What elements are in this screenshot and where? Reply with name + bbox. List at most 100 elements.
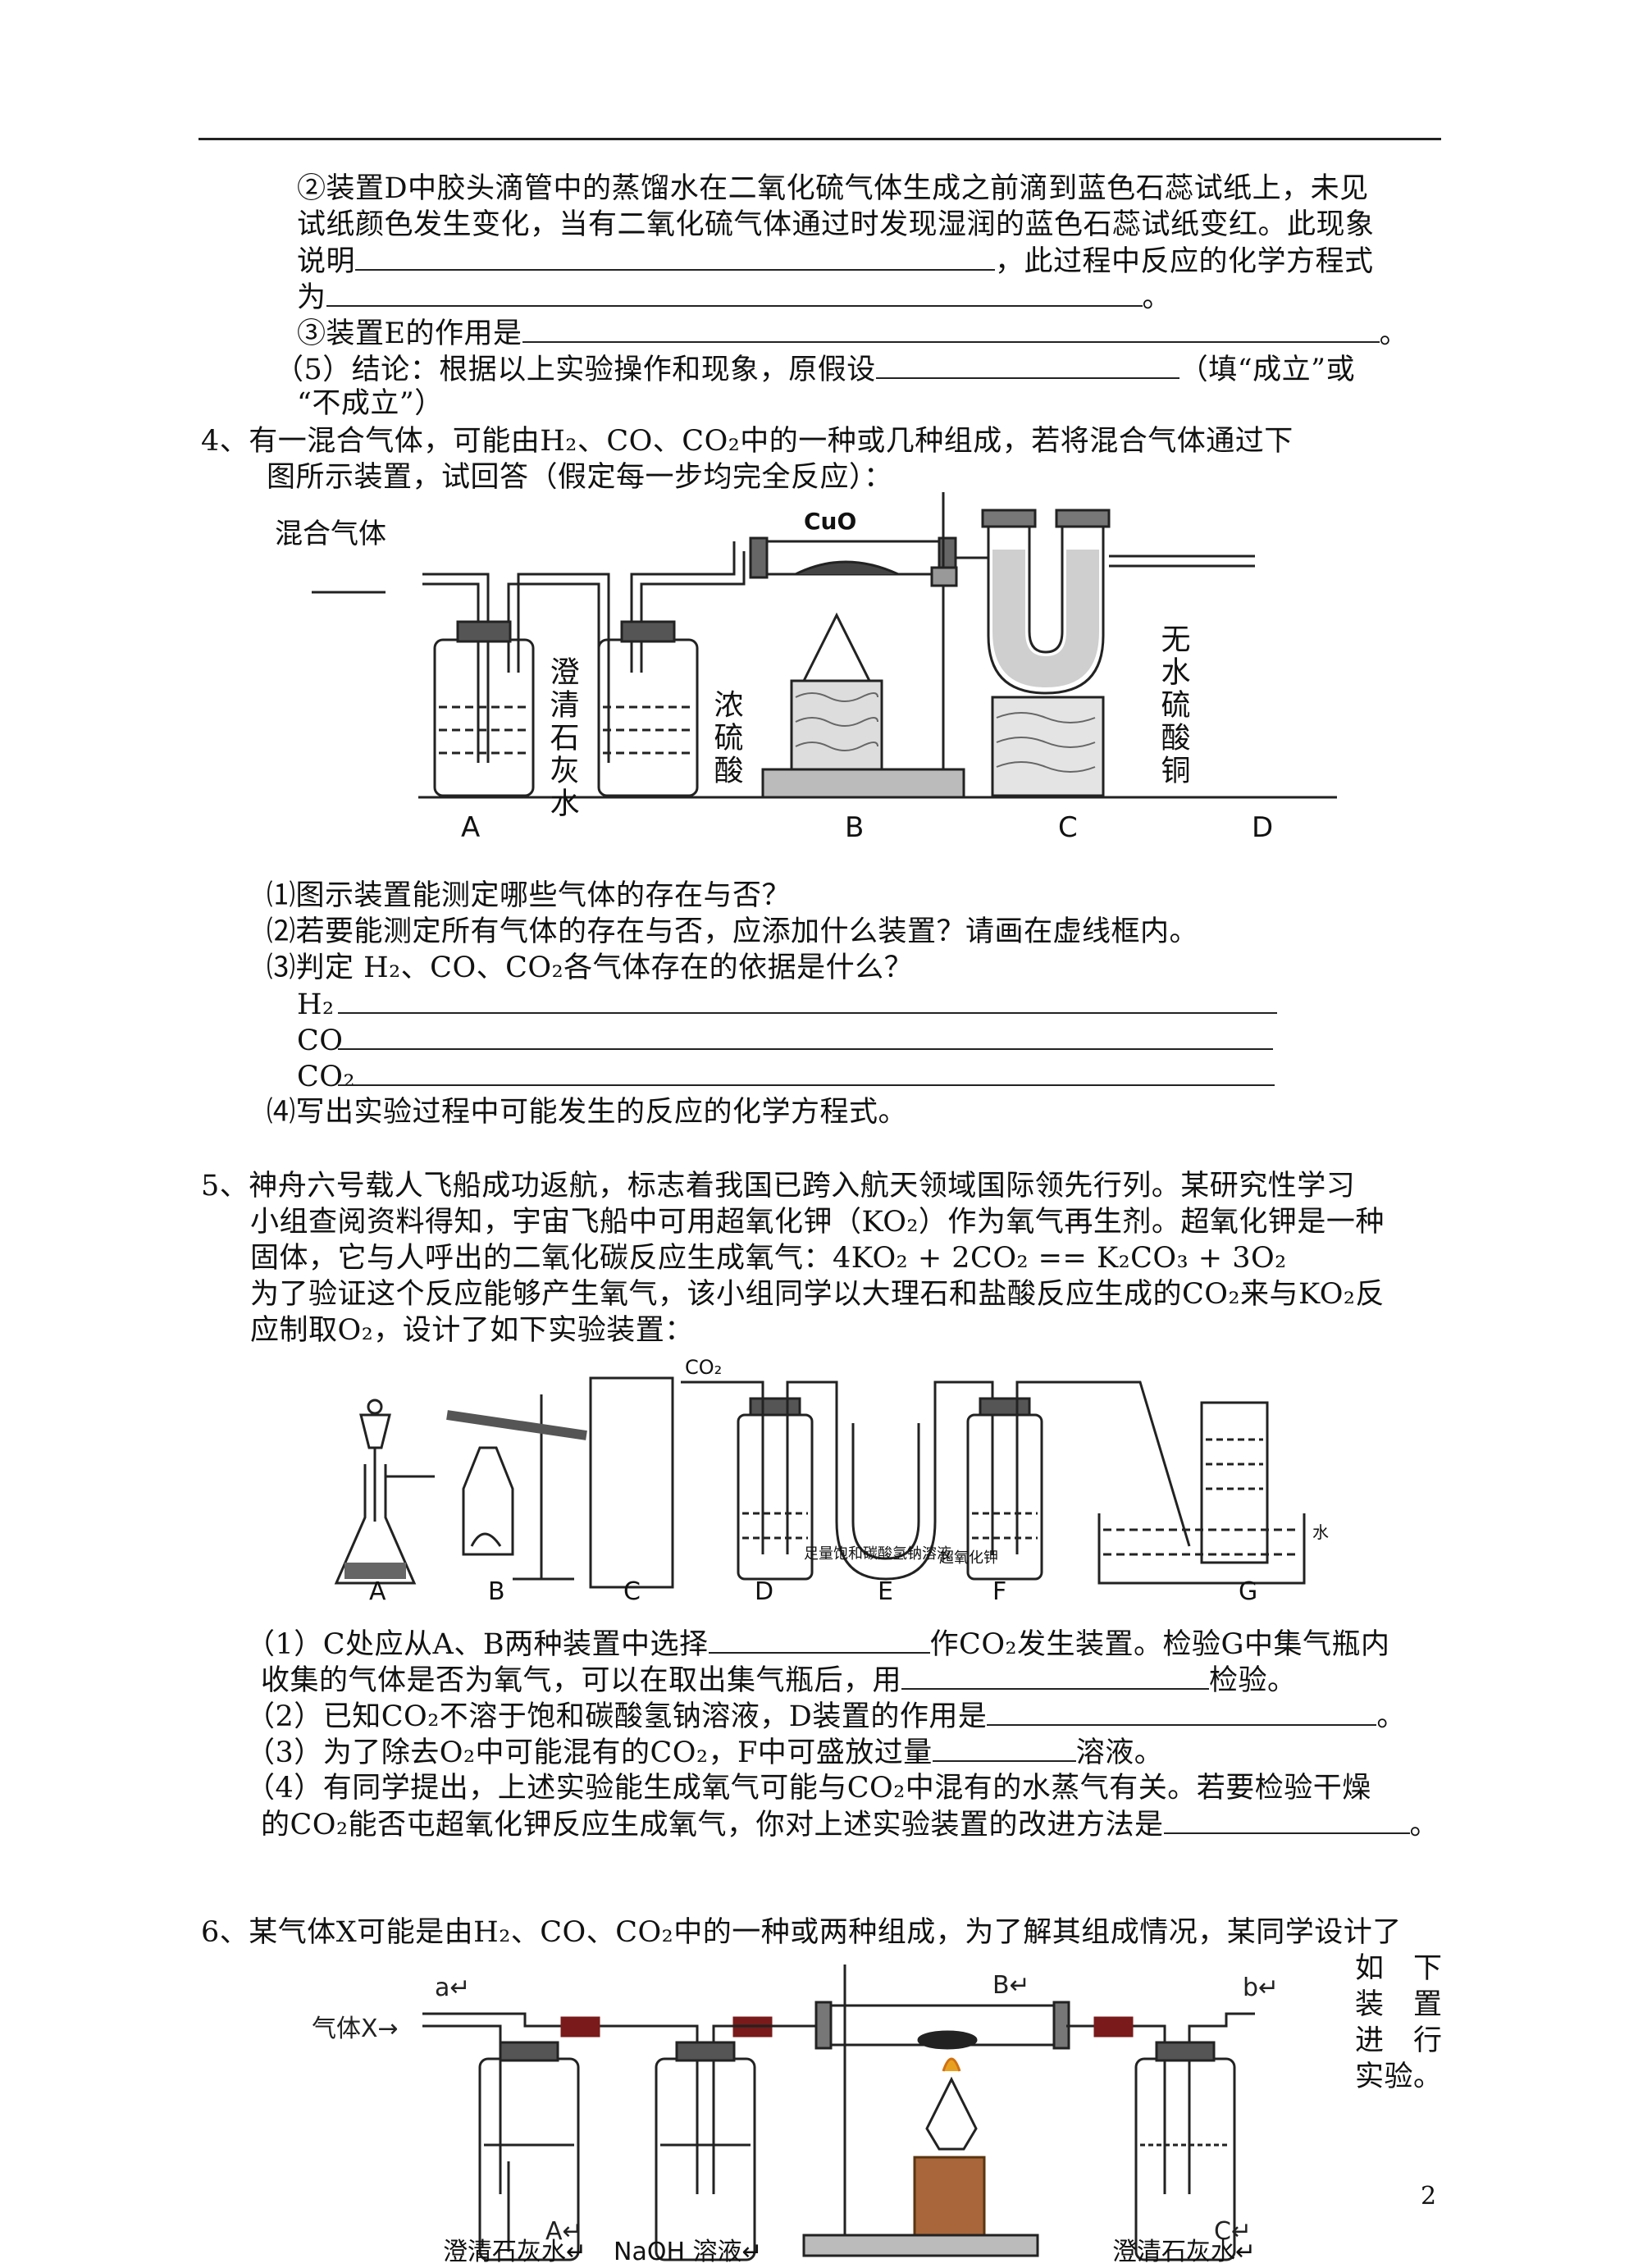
page-number: 2 — [1421, 2182, 1437, 2211]
stand-base — [761, 768, 965, 799]
answer-blank[interactable] — [901, 1662, 1210, 1690]
q5-apparatus-figure: CO₂ 足量饱和碳酸氢钠溶液 超氧化钾 水 A B C D E F G — [334, 1358, 1329, 1604]
header-rule — [198, 138, 1441, 140]
label-nahco3: 足量饱和碳酸氢钠溶液 — [804, 1545, 951, 1563]
label-c: C — [1058, 811, 1078, 844]
bottle-d — [737, 1413, 814, 1581]
label-naoh: NaOH 溶液↵ — [614, 2238, 763, 2266]
s3-text: 说明 — [297, 245, 356, 278]
alcohol-lamp — [925, 2076, 978, 2151]
stand-base — [802, 2234, 1039, 2257]
q5-text: 。 — [1409, 1809, 1440, 1841]
q5-text: （3）为了除去O₂中可能混有的CO₂，F中可盛放过量 — [246, 1736, 933, 1769]
q5-line3: 固体，它与人呼出的二氧化碳反应生成氧气：4KO₂ + 2CO₂ == K₂CO₃… — [250, 1242, 1287, 1275]
q5-text: 收集的气体是否为氧气，可以在取出集气瓶后，用 — [261, 1664, 902, 1697]
s3-para2-line3: 说明 ，此过程中反应的化学方程式 — [297, 243, 1374, 280]
q5-text: 作CO₂发生装置。检验G中集气瓶内 — [929, 1628, 1390, 1661]
answer-blank[interactable] — [338, 1022, 1273, 1050]
label-b: B — [845, 811, 864, 844]
placeholder-box-c — [589, 1376, 674, 1589]
q5-text: 溶液。 — [1075, 1736, 1164, 1769]
burner-b — [462, 1446, 514, 1556]
s3-para2-line1: ②装置D中胶头滴管中的蒸馏水在二氧化硫气体生成之前滴到蓝色石蕊试纸上，未见 — [297, 172, 1369, 205]
q5-line4: 为了验证这个反应能够产生氧气，该小组同学以大理石和盐酸反应生成的CO₂来与KO₂… — [250, 1278, 1385, 1311]
q5-text: （2）已知CO₂不溶于饱和碳酸氢钠溶液，D装置的作用是 — [246, 1700, 988, 1733]
q4-item1: ⑴图示装置能测定哪些气体的存在与否？ — [267, 879, 792, 912]
stopper — [456, 620, 512, 643]
label-cuo: CuO — [804, 508, 856, 535]
label-b-port: b↵ — [1243, 1974, 1279, 2002]
inlet-tube — [422, 573, 490, 763]
s3-text: 为 — [297, 281, 326, 314]
answer-blank[interactable] — [987, 1698, 1377, 1726]
solid-sample — [917, 2030, 978, 2050]
answer-blank[interactable] — [355, 243, 996, 271]
s3-para3: ③装置E的作用是 。 — [297, 315, 1408, 352]
connect-tube-2 — [630, 541, 736, 673]
wood-block-c — [991, 696, 1105, 797]
alcohol-lamp — [801, 612, 872, 682]
s3-text: ，此过程中反应的化学方程式 — [995, 245, 1374, 278]
funnel — [359, 1413, 391, 1449]
label-a-port: a↵ — [435, 1974, 471, 2002]
bottle-naoh — [655, 2057, 756, 2261]
label-cuso4: 无水硫酸铜 — [1157, 623, 1190, 787]
stopper — [620, 620, 676, 643]
gas-jar — [1200, 1401, 1269, 1564]
q4-line2: 图所示装置，试回答（假定每一步均完全反应）： — [267, 461, 893, 494]
q6-side-1: 如 下 — [1355, 1952, 1443, 1985]
label-co2: CO₂ — [685, 1358, 722, 1379]
u-tube-e — [835, 1423, 937, 1581]
q4-line1: 4、有一混合气体，可能由H₂、CO、CO₂中的一种或几种组成，若将混合气体通过下 — [201, 425, 1294, 458]
u-tube — [987, 517, 1105, 695]
s3-text: （填“成立”或 — [1179, 354, 1356, 386]
q4-co-label: CO — [297, 1024, 344, 1057]
label-gas-x: 气体X→ — [312, 2015, 399, 2043]
q5-answer2: （2）已知CO₂不溶于饱和碳酸氢钠溶液，D装置的作用是 。 — [246, 1698, 1406, 1735]
q4-co2-row: CO₂ — [297, 1058, 1275, 1095]
s3-text: （5）结论：根据以上实验操作和现象，原假设 — [275, 354, 876, 386]
q5-answer4: （4）有同学提出，上述实验能生成氧气可能与CO₂中混有的水蒸气有关。若要检验干燥 — [246, 1772, 1371, 1805]
answer-blank[interactable] — [522, 315, 1380, 343]
s3-para2-line4: 为。 — [297, 279, 1171, 316]
q4-item2: ⑵若要能测定所有气体的存在与否，应添加什么装置？请画在虚线框内。 — [267, 915, 1199, 948]
label-d: D — [1252, 811, 1273, 844]
label-d: D — [755, 1577, 773, 1604]
answer-blank[interactable] — [338, 1058, 1275, 1086]
label-ko2: 超氧化钾 — [939, 1549, 998, 1567]
q5-text: （1）C处应从A、B两种装置中选择 — [246, 1628, 709, 1661]
q5-answer3: （3）为了除去O₂中可能混有的CO₂，F中可盛放过量 溶液。 — [246, 1734, 1163, 1771]
q5-line5: 应制取O₂，设计了如下实验装置： — [250, 1314, 694, 1347]
q4-item4: ⑷写出实验过程中可能发生的反应的化学方程式。 — [267, 1096, 908, 1129]
s3-text: 。 — [1379, 317, 1409, 350]
q5-line1: 5、神舟六号载人飞船成功返航，标志着我国已跨入航天领域国际领先行列。某研究性学习 — [201, 1170, 1356, 1202]
answer-blank[interactable] — [338, 986, 1277, 1014]
q5-answer1-cont: 收集的气体是否为氧气，可以在取出集气瓶后，用检验。 — [261, 1662, 1297, 1699]
label-a: A — [369, 1577, 386, 1604]
label-lime-water-1: 澄清石灰水↵ — [443, 2238, 587, 2266]
q5-text: 。 — [1376, 1700, 1406, 1733]
answer-blank[interactable] — [326, 279, 1143, 307]
label-f: F — [992, 1577, 1006, 1604]
answer-blank[interactable] — [932, 1734, 1076, 1762]
q4-h2-row: H₂ — [297, 986, 1277, 1023]
s3-para2-line2: 试纸颜色发生变化，当有二氧化硫气体通过时发现湿润的蓝色石蕊试纸变红。此现象 — [297, 208, 1375, 241]
q5-line2: 小组查阅资料得知，宇宙飞船中可用超氧化钾（KO₂）作为氧气再生剂。超氧化钾是一种 — [250, 1206, 1385, 1239]
q4-apparatus-figure: 混合气体 CuO A B C D 澄清石灰水 浓硫酸 无水硫酸铜 — [275, 492, 1337, 844]
answer-blank[interactable] — [875, 351, 1179, 379]
s3-conclusion: （5）结论：根据以上实验操作和现象，原假设 （填“成立”或 — [275, 351, 1355, 388]
q4-co2-label: CO₂ — [297, 1061, 356, 1093]
label-conc-acid: 浓硫酸 — [709, 689, 743, 787]
q6-side-4: 实验。 — [1355, 2060, 1443, 2093]
q6-side-2: 装 置 — [1355, 1988, 1443, 2021]
s3-text: 。 — [1142, 281, 1172, 314]
label-a: A — [461, 811, 480, 844]
label-g: G — [1239, 1577, 1257, 1604]
q5-answer1: （1）C处应从A、B两种装置中选择 作CO₂发生装置。检验G中集气瓶内 — [246, 1626, 1390, 1663]
bottle-a2 — [597, 638, 699, 797]
answer-blank[interactable] — [708, 1626, 930, 1654]
label-b: B — [488, 1577, 505, 1604]
answer-blank[interactable] — [1163, 1806, 1410, 1834]
rubber-connector — [1093, 2016, 1134, 2038]
s3-text: ③装置E的作用是 — [297, 317, 522, 350]
